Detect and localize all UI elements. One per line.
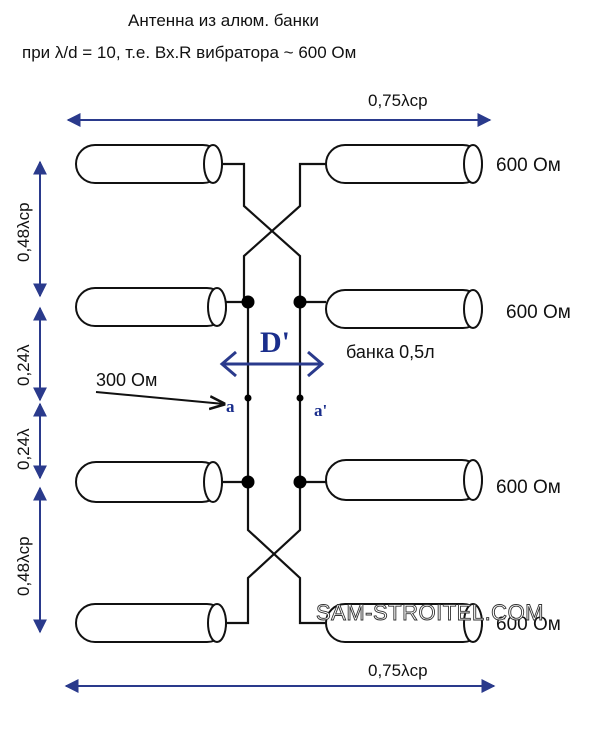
cylinder-row4-right bbox=[325, 603, 483, 643]
feed-point-a-prime-dot bbox=[296, 394, 304, 402]
left-dim-label-4: 0,48λср bbox=[14, 536, 33, 596]
junction-dot bbox=[293, 475, 307, 489]
gap-arrow-left bbox=[219, 350, 237, 378]
watermark: SAM-STROITEL.COM bbox=[316, 600, 544, 625]
feed-arrow bbox=[95, 391, 224, 404]
top-width-label: 0,75λср bbox=[368, 91, 428, 110]
cylinder-row1-left bbox=[75, 144, 223, 184]
feed-point-a-dot bbox=[244, 394, 252, 402]
impedance-row4: 600 Ом bbox=[496, 614, 561, 635]
left-dim-label-1: 0,48λср bbox=[14, 202, 33, 262]
gap-arrow-right bbox=[307, 350, 325, 378]
left-dim-label-3: 0,24λ bbox=[14, 428, 33, 470]
diagram-title: Антенна из алюм. банки bbox=[128, 11, 319, 30]
cylinder-row3-right bbox=[325, 459, 483, 501]
cylinder-row1-right bbox=[325, 144, 483, 184]
impedance-row1: 600 Ом bbox=[496, 155, 561, 176]
impedance-row3: 600 Ом bbox=[496, 477, 561, 498]
cylinder-row2-right bbox=[325, 289, 483, 329]
feed-point-a-label: a bbox=[226, 397, 235, 416]
cylinder-row2-left bbox=[75, 287, 227, 327]
can-label: банка 0,5л bbox=[346, 342, 435, 362]
gap-label: D' bbox=[260, 326, 290, 359]
left-dim-label-2: 0,24λ bbox=[14, 344, 33, 386]
junction-dot bbox=[293, 295, 307, 309]
cylinder-row3-left bbox=[75, 461, 223, 503]
bottom-width-label: 0,75λср bbox=[368, 661, 428, 680]
junction-dot bbox=[241, 295, 255, 309]
junction-dot bbox=[241, 475, 255, 489]
feed-point-a-prime-label: a' bbox=[314, 401, 327, 420]
cylinder-row4-left bbox=[75, 603, 227, 643]
feed-wiring bbox=[222, 162, 326, 625]
diagram-subtitle: при λ/d = 10, т.е. Вх.R вибратора ~ 600 … bbox=[22, 43, 356, 62]
impedance-row2: 600 Ом bbox=[506, 302, 571, 323]
feed-impedance-label: 300 Ом bbox=[96, 370, 157, 390]
